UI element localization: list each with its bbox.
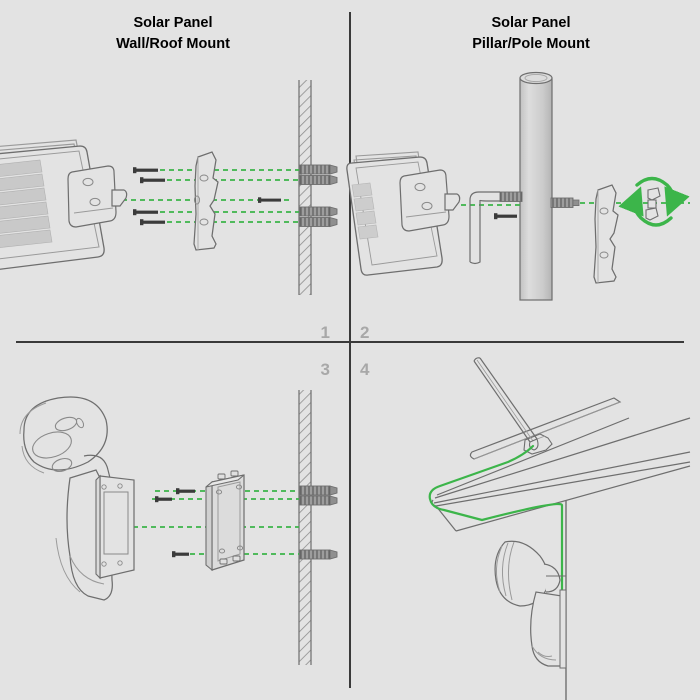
left-title-line1: Solar Panel xyxy=(134,15,213,31)
screw xyxy=(133,209,158,216)
light-fixture xyxy=(19,396,135,601)
quadrant-number-2: 2 xyxy=(360,323,369,342)
screw xyxy=(258,197,281,203)
screw xyxy=(172,551,189,558)
ball-joint-bracket xyxy=(67,165,128,228)
wall-anchor xyxy=(299,485,338,496)
u-bolt xyxy=(469,191,523,265)
screw xyxy=(176,488,195,495)
quadrant-number-3: 3 xyxy=(321,360,330,379)
wall-anchor xyxy=(299,495,338,506)
right-title-line1: Solar Panel xyxy=(492,15,571,31)
screw-set xyxy=(155,488,195,558)
light-fixture-mounted xyxy=(494,540,567,669)
right-title-line2: Pillar/Pole Mount xyxy=(472,36,590,52)
ball-joint-bracket xyxy=(399,169,461,232)
wall-anchor xyxy=(299,549,338,560)
wall-anchor xyxy=(299,216,338,228)
quadrant-number-4: 4 xyxy=(360,360,370,379)
mounting-bracket xyxy=(193,151,219,251)
quadrant-number-1: 1 xyxy=(321,323,330,342)
wall-anchor xyxy=(299,164,338,175)
mounting-bracket xyxy=(593,184,619,284)
wall-anchor-set xyxy=(299,485,338,560)
threaded-rod xyxy=(550,197,580,208)
screw xyxy=(133,167,158,174)
screw-set xyxy=(133,167,281,226)
panel-3-fixture-wall-mount xyxy=(19,390,338,665)
knob-nut xyxy=(645,187,661,221)
screw xyxy=(140,219,165,226)
wall-anchor xyxy=(299,206,338,217)
pole xyxy=(519,71,553,301)
mounting-plate xyxy=(205,470,245,572)
screw xyxy=(155,496,172,503)
left-title-line2: Wall/Roof Mount xyxy=(116,36,230,52)
screw xyxy=(494,213,517,220)
wall-anchor xyxy=(299,174,338,186)
panel-4-installed-example xyxy=(428,357,691,700)
wall xyxy=(298,390,312,665)
rotation-arrow-icon xyxy=(618,176,690,227)
panel-1-wall-roof-mount xyxy=(0,80,338,295)
wall xyxy=(298,80,312,295)
screw xyxy=(140,177,165,184)
panel-2-pillar-pole-mount xyxy=(346,71,690,301)
wall-anchor-set xyxy=(299,164,338,228)
